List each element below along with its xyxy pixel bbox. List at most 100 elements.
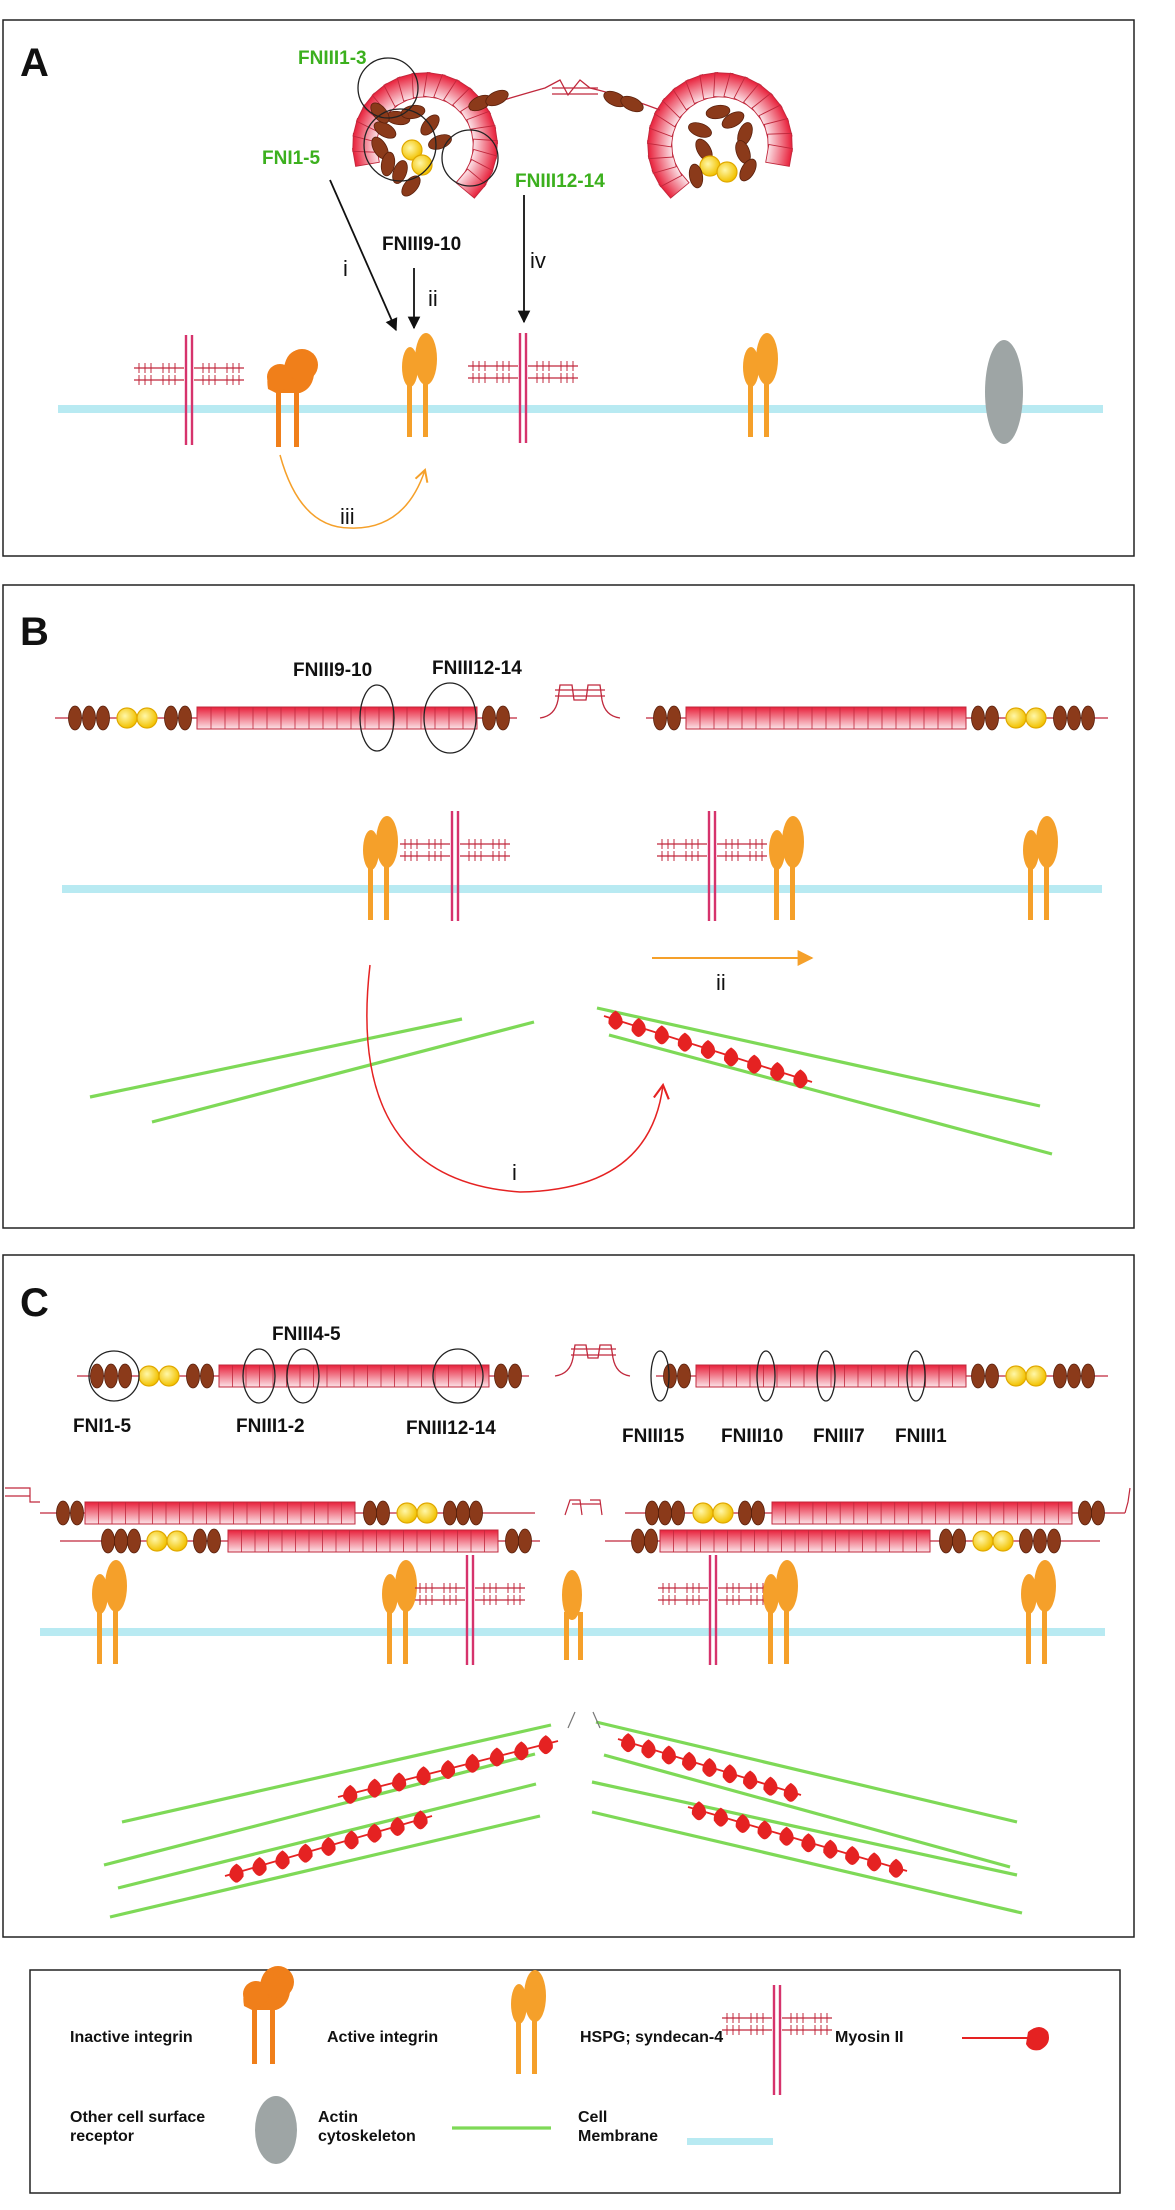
fniii-module-strip: [659, 1529, 931, 1553]
fni-module: [645, 1500, 659, 1526]
fni-module: [193, 1528, 207, 1554]
syndecan-4: [398, 809, 512, 923]
fnii-module: [692, 1502, 714, 1524]
myosin-head: [344, 1830, 359, 1850]
fni-module: [971, 1363, 985, 1389]
fni-1-5-circle-c: [88, 1350, 140, 1402]
fnii-module: [992, 1530, 1014, 1552]
myosin-head: [763, 1776, 778, 1796]
legend: Inactive integrin Active integrin HSPG; …: [29, 1966, 1121, 2194]
legend-hspg-label: HSPG; syndecan-4: [580, 2029, 723, 2046]
myosin-head: [702, 1758, 717, 1777]
active-integrin-leg: [578, 1612, 583, 1660]
arrow-i-b-label: i: [512, 1160, 517, 1185]
active-integrin-head: [562, 1570, 582, 1620]
fni-module: [96, 705, 110, 731]
fni-module: [1053, 705, 1067, 731]
fni-module: [68, 705, 82, 731]
fni-module: [658, 1500, 672, 1526]
fni-module: [426, 131, 454, 153]
fni-module: [1081, 1363, 1095, 1389]
myosin-head: [538, 1735, 553, 1755]
legend-frame: [29, 1969, 1121, 2194]
fnii-module: [166, 1530, 188, 1552]
inactive-integrin: [267, 349, 318, 447]
active-integrin: [1021, 1560, 1056, 1664]
fnii-module: [972, 1530, 994, 1552]
fnii-module: [146, 1530, 168, 1552]
fni-module: [164, 705, 178, 731]
fni-module: [653, 705, 667, 731]
disulfide-linker: [1124, 1487, 1131, 1514]
myosin-head: [743, 1770, 758, 1790]
fni-module: [456, 1500, 470, 1526]
fni-module: [127, 1528, 141, 1554]
active-integrin: [92, 1560, 127, 1664]
fniii-module: [765, 143, 793, 167]
syndecan-4: [413, 1553, 527, 1667]
arrow-iii: [279, 454, 429, 529]
fni-module: [1053, 1363, 1067, 1389]
fni-module: [1019, 1528, 1033, 1554]
fnii-module: [716, 161, 738, 183]
fniii-module-strip: [685, 706, 967, 730]
legend-syndecan-icon: [720, 1983, 834, 2097]
fniii-module-strip: [227, 1529, 499, 1553]
myosin-head: [801, 1833, 816, 1853]
panel-c: C FNIII4-5 FNI1-5 FNIII1-2 FNIII12-14 FN…: [2, 1254, 1135, 1938]
fniii-module-strip: [771, 1501, 1073, 1525]
label-fniii-10: FNIII10: [721, 1426, 783, 1447]
cell-membrane: [40, 1628, 1105, 1636]
fni-module: [663, 1363, 677, 1389]
arrow-i: [329, 179, 398, 332]
fni-module: [118, 1363, 132, 1389]
arrow-iii-label: iii: [340, 504, 355, 529]
fnii-module: [116, 707, 138, 729]
myosin-head: [779, 1826, 794, 1846]
fni-module: [469, 1500, 483, 1526]
fni-module: [104, 1363, 118, 1389]
legend-other-receptor-label-2: receptor: [70, 2128, 134, 2145]
fni-module: [114, 1528, 128, 1554]
fniii-module-body: [765, 143, 793, 167]
panel-c-letter: C: [20, 1281, 49, 1325]
fniii-9-10-circle: [359, 684, 395, 752]
fni-module: [82, 705, 96, 731]
myosin-filaments-c: [224, 1733, 908, 1883]
active-integrin: [363, 816, 398, 920]
panel-b-frame: [2, 584, 1135, 1229]
myosin-head: [867, 1852, 882, 1872]
legend-active-integrin-label: Active integrin: [327, 2029, 438, 2046]
label-fniii-1-2: FNIII1-2: [236, 1416, 305, 1437]
fni-module: [738, 1500, 752, 1526]
myosin-head: [252, 1857, 267, 1876]
label-fni-1-5: FNI1-5: [262, 148, 321, 169]
fniii-12-14-circle-a: [441, 129, 499, 187]
active-integrin: [769, 816, 804, 920]
myosin-head: [321, 1837, 336, 1856]
fni-module: [1033, 1528, 1047, 1554]
fni-module: [376, 1500, 390, 1526]
syndecan-4: [132, 333, 246, 447]
fnii-module: [136, 707, 158, 729]
fniii-1-3-circle: [357, 57, 419, 119]
fni-module: [1067, 1363, 1081, 1389]
fniii-module: [455, 168, 487, 199]
fni-module: [1067, 705, 1081, 731]
disulfide-linker: [564, 1499, 603, 1516]
fnii-module: [396, 1502, 418, 1524]
active-integrin: [1023, 816, 1058, 920]
myosin-head: [757, 1820, 772, 1840]
panel-a: A FNIII1-3 FNI1-5 FNIII12-14 FNIII9-10 i…: [2, 19, 1135, 557]
label-fniii-1: FNIII1: [895, 1426, 947, 1447]
fni-module: [363, 1500, 377, 1526]
fniii-module-strip: [218, 1364, 490, 1388]
legend-membrane-label-1: Cell: [578, 2109, 607, 2126]
fni-module: [971, 705, 985, 731]
legend-other-receptor-label-1: Other cell surface: [70, 2109, 205, 2126]
tick-mark: [567, 1711, 576, 1729]
fniii-1-2-circle: [242, 1348, 276, 1404]
label-fniii-7: FNIII7: [813, 1426, 865, 1447]
fni-module: [939, 1528, 953, 1554]
fni-module: [644, 1528, 658, 1554]
